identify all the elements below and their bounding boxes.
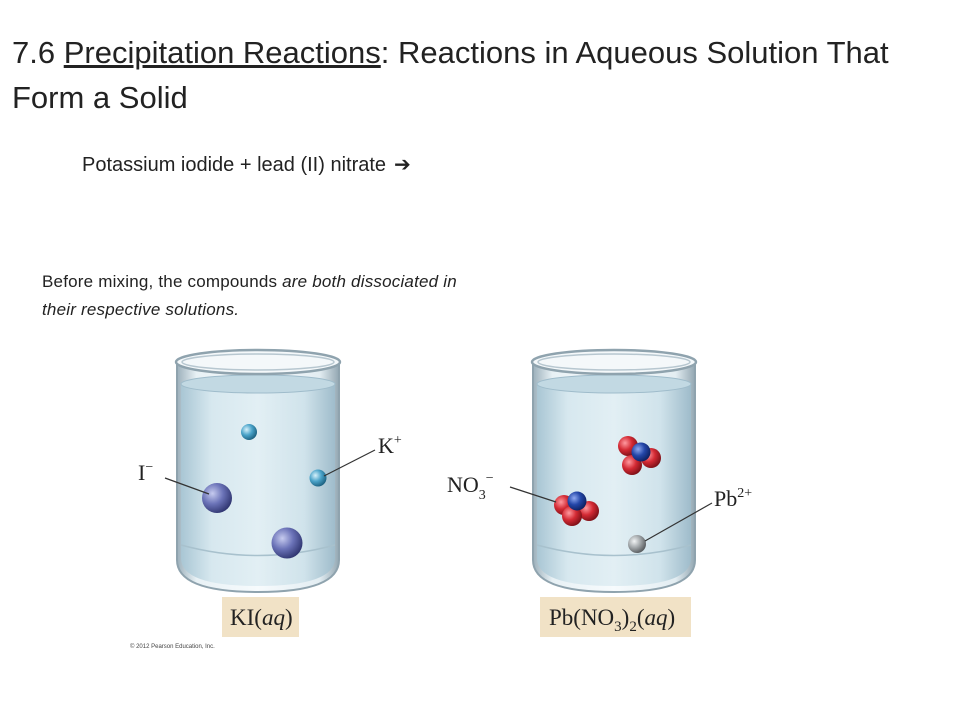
reaction-equation: Potassium iodide + lead (II) nitrate ➔ <box>82 152 411 177</box>
nitrate-label: NO3− <box>447 471 494 503</box>
beaker-ki: I− K+ KI(aq) <box>138 348 402 637</box>
iodide-label: I− <box>138 460 153 485</box>
potassium-ion <box>309 469 327 487</box>
iodide-leader-line <box>164 477 210 495</box>
caption-normal: Before mixing, the compounds <box>42 272 283 291</box>
potassium-ion <box>241 424 257 440</box>
lead-leader-line <box>644 502 713 542</box>
mixing-caption: Before mixing, the compounds are both di… <box>42 268 462 324</box>
ki-label: KI(aq) <box>230 605 293 630</box>
nitrate-ion <box>554 491 599 526</box>
pbno3-label-box <box>540 597 691 637</box>
potassium-leader-line <box>323 449 376 477</box>
lead-ion <box>628 535 646 553</box>
nitrate-ion <box>618 436 661 475</box>
lead-label: Pb2+ <box>714 486 752 511</box>
right-arrow-icon: ➔ <box>394 152 411 176</box>
copyright-notice: © 2012 Pearson Education, Inc. <box>130 643 215 650</box>
title-underlined-term: Precipitation Reactions <box>63 35 381 70</box>
title-suffix: : Reactions in Aqueous Solution That For… <box>12 35 889 115</box>
beaker-pbno3: NO3− Pb2+ Pb(NO3)2(aq) <box>447 348 752 637</box>
iodide-ion <box>271 527 303 559</box>
potassium-label: K+ <box>378 433 402 458</box>
pbno3-label: Pb(NO3)2(aq) <box>549 605 675 635</box>
caption-italic: are both dissociated in their respective… <box>42 272 457 319</box>
iodide-ion <box>202 483 232 513</box>
slide-title: 7.6 Precipitation Reactions: Reactions i… <box>12 30 912 120</box>
ki-label-box <box>222 597 299 637</box>
equation-text: Potassium iodide + lead (II) nitrate <box>82 154 387 176</box>
title-prefix: 7.6 <box>12 35 64 70</box>
nitrate-leader-line <box>509 486 557 503</box>
